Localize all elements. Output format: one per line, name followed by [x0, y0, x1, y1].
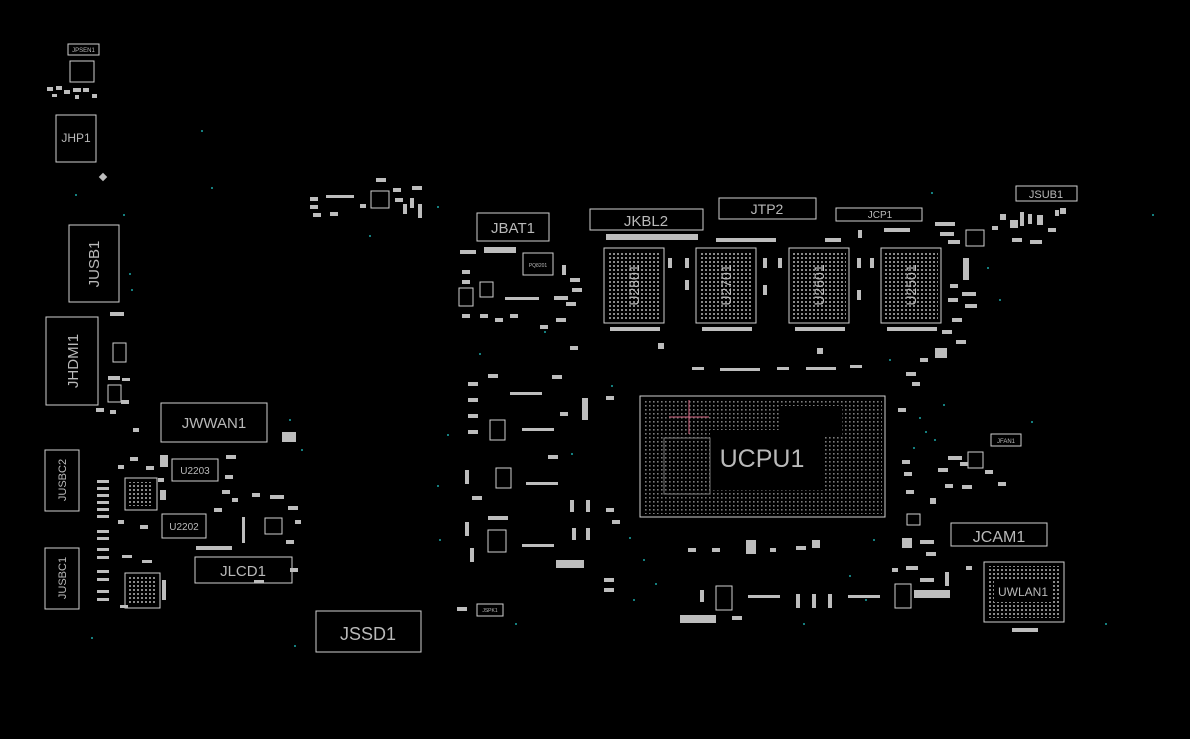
hole-marker [98, 172, 108, 182]
u2701-label: U2701 [718, 264, 734, 305]
u2202-chip[interactable]: U2202 [161, 513, 207, 539]
jbat1-connector[interactable]: JBAT1 [476, 212, 550, 242]
jusb1-label: JUSB1 [86, 241, 103, 288]
jlcd1-connector[interactable]: JLCD1 [194, 556, 293, 584]
battery-area-parts [458, 247, 582, 350]
u2202-label: U2202 [169, 522, 199, 533]
pq8201-label: PQ8201 [529, 263, 548, 269]
ucpu1-processor[interactable]: UCPU1 [639, 395, 886, 518]
u2203-label: U2203 [180, 466, 210, 477]
jtp2-connector[interactable]: JTP2 [718, 197, 817, 220]
jpsen1-support-parts [47, 60, 97, 99]
jpsen1-label: JPSEN1 [72, 48, 95, 54]
jsub1-label: JSUB1 [1029, 189, 1063, 201]
hdmi-support-parts [96, 312, 130, 414]
jhdmi1-label: JHDMI1 [65, 334, 82, 388]
u2801-label: U2801 [626, 264, 642, 305]
bottom-center-parts [680, 540, 972, 623]
spk-pads [457, 607, 467, 611]
jusbc1-label: JUSBC1 [57, 557, 69, 599]
uwlan1-module[interactable]: UWLAN1 [983, 561, 1065, 623]
jspk1-connector[interactable]: JSPK1 [476, 603, 504, 617]
jkbl2-connector[interactable]: JKBL2 [589, 208, 704, 231]
jusbc1-connector[interactable]: JUSBC1 [44, 547, 80, 610]
jwwan1-label: JWWAN1 [182, 415, 246, 432]
upper-right-parts [906, 208, 1066, 386]
lcd-area-parts [196, 455, 301, 583]
jhdmi1-connector[interactable]: JHDMI1 [45, 316, 99, 406]
u2203-chip[interactable]: U2203 [171, 458, 219, 482]
right-side-parts [898, 408, 1006, 556]
u2501-memory-chip[interactable]: U2501 [880, 247, 942, 324]
jpsen1-connector[interactable]: JPSEN1 [67, 43, 100, 56]
jcp1-label: JCP1 [868, 210, 893, 221]
u2701-memory-chip[interactable]: U2701 [695, 247, 757, 324]
jfan1-connector[interactable]: JFAN1 [990, 433, 1022, 447]
uwlan1-label: UWLAN1 [998, 585, 1048, 599]
jcam1-label: JCAM1 [973, 529, 1026, 546]
jhp1-label: JHP1 [61, 131, 91, 145]
jlcd1-label: JLCD1 [220, 563, 266, 580]
u2501-label: U2501 [903, 264, 919, 305]
jusbc2-label: JUSBC2 [57, 459, 69, 501]
u2801-memory-chip[interactable]: U2801 [603, 247, 665, 324]
pin1-marker [669, 400, 709, 434]
jssd1-connector[interactable]: JSSD1 [315, 610, 422, 653]
ucpu1-label: UCPU1 [720, 445, 805, 473]
jusbc2-connector[interactable]: JUSBC2 [44, 449, 80, 512]
jspk1-label: JSPK1 [482, 608, 498, 614]
jcam1-connector[interactable]: JCAM1 [950, 522, 1048, 547]
jtp2-label: JTP2 [751, 201, 784, 217]
u2601-memory-chip[interactable]: U2601 [788, 247, 850, 324]
jbat1-label: JBAT1 [491, 220, 535, 237]
wlan-pads [1012, 628, 1038, 632]
memory-decoupling-pads [610, 228, 937, 371]
jwwan1-connector[interactable]: JWWAN1 [160, 402, 268, 443]
usbc-controller-area [97, 428, 296, 609]
jhp1-connector[interactable]: JHP1 [55, 114, 97, 163]
u2601-label: U2601 [811, 264, 827, 305]
jssd1-label: JSSD1 [340, 624, 396, 644]
vr-cluster-parts [465, 374, 620, 592]
pq8201-chip[interactable]: PQ8201 [522, 252, 554, 276]
jkbl2-pads [606, 234, 698, 240]
jusb1-connector[interactable]: JUSB1 [68, 224, 120, 303]
top-middle-parts [310, 178, 422, 218]
jsub1-connector[interactable]: JSUB1 [1015, 185, 1078, 202]
jkbl2-label: JKBL2 [624, 213, 668, 230]
vias [75, 130, 1154, 647]
jcp1-connector[interactable]: JCP1 [835, 207, 923, 222]
jfan1-label: JFAN1 [997, 439, 1016, 445]
